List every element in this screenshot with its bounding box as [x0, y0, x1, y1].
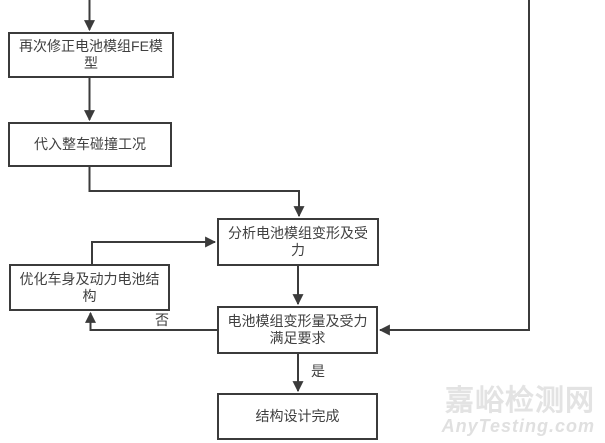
- node-optimize-body-battery-structure: 优化车身及动力电池结 构: [9, 264, 170, 311]
- edge-crash-to-analyze: [88, 167, 305, 218]
- node-apply-vehicle-crash-condition: 代入整车碰撞工况: [8, 122, 172, 167]
- node-analyze-module-deformation-force: 分析电池模组变形及受 力: [217, 218, 379, 266]
- edge-label-no: 否: [155, 312, 169, 328]
- edge-right-to-check: [378, 0, 530, 336]
- edge-label-yes: 是: [311, 363, 325, 379]
- node-structure-design-complete: 结构设计完成: [217, 393, 378, 440]
- node-deformation-force-meets-requirement: 电池模组变形量及受力 满足要求: [217, 306, 378, 354]
- edge-optimize-to-analyze: [91, 236, 217, 264]
- node-refine-fe-model: 再次修正电池模组FE模 型: [8, 32, 174, 78]
- node-optimize-body-battery-structure-label: 优化车身及动力电池结 构: [19, 270, 160, 304]
- node-apply-vehicle-crash-condition-label: 代入整车碰撞工况: [34, 136, 146, 153]
- edge-check-to-optimize: [85, 311, 217, 331]
- node-deformation-force-meets-requirement-label: 电池模组变形量及受力 满足要求: [227, 313, 368, 346]
- node-structure-design-complete-label: 结构设计完成: [255, 408, 340, 425]
- node-refine-fe-model-label: 再次修正电池模组FE模 型: [19, 38, 163, 71]
- node-analyze-module-deformation-force-label: 分析电池模组变形及受 力: [228, 225, 368, 258]
